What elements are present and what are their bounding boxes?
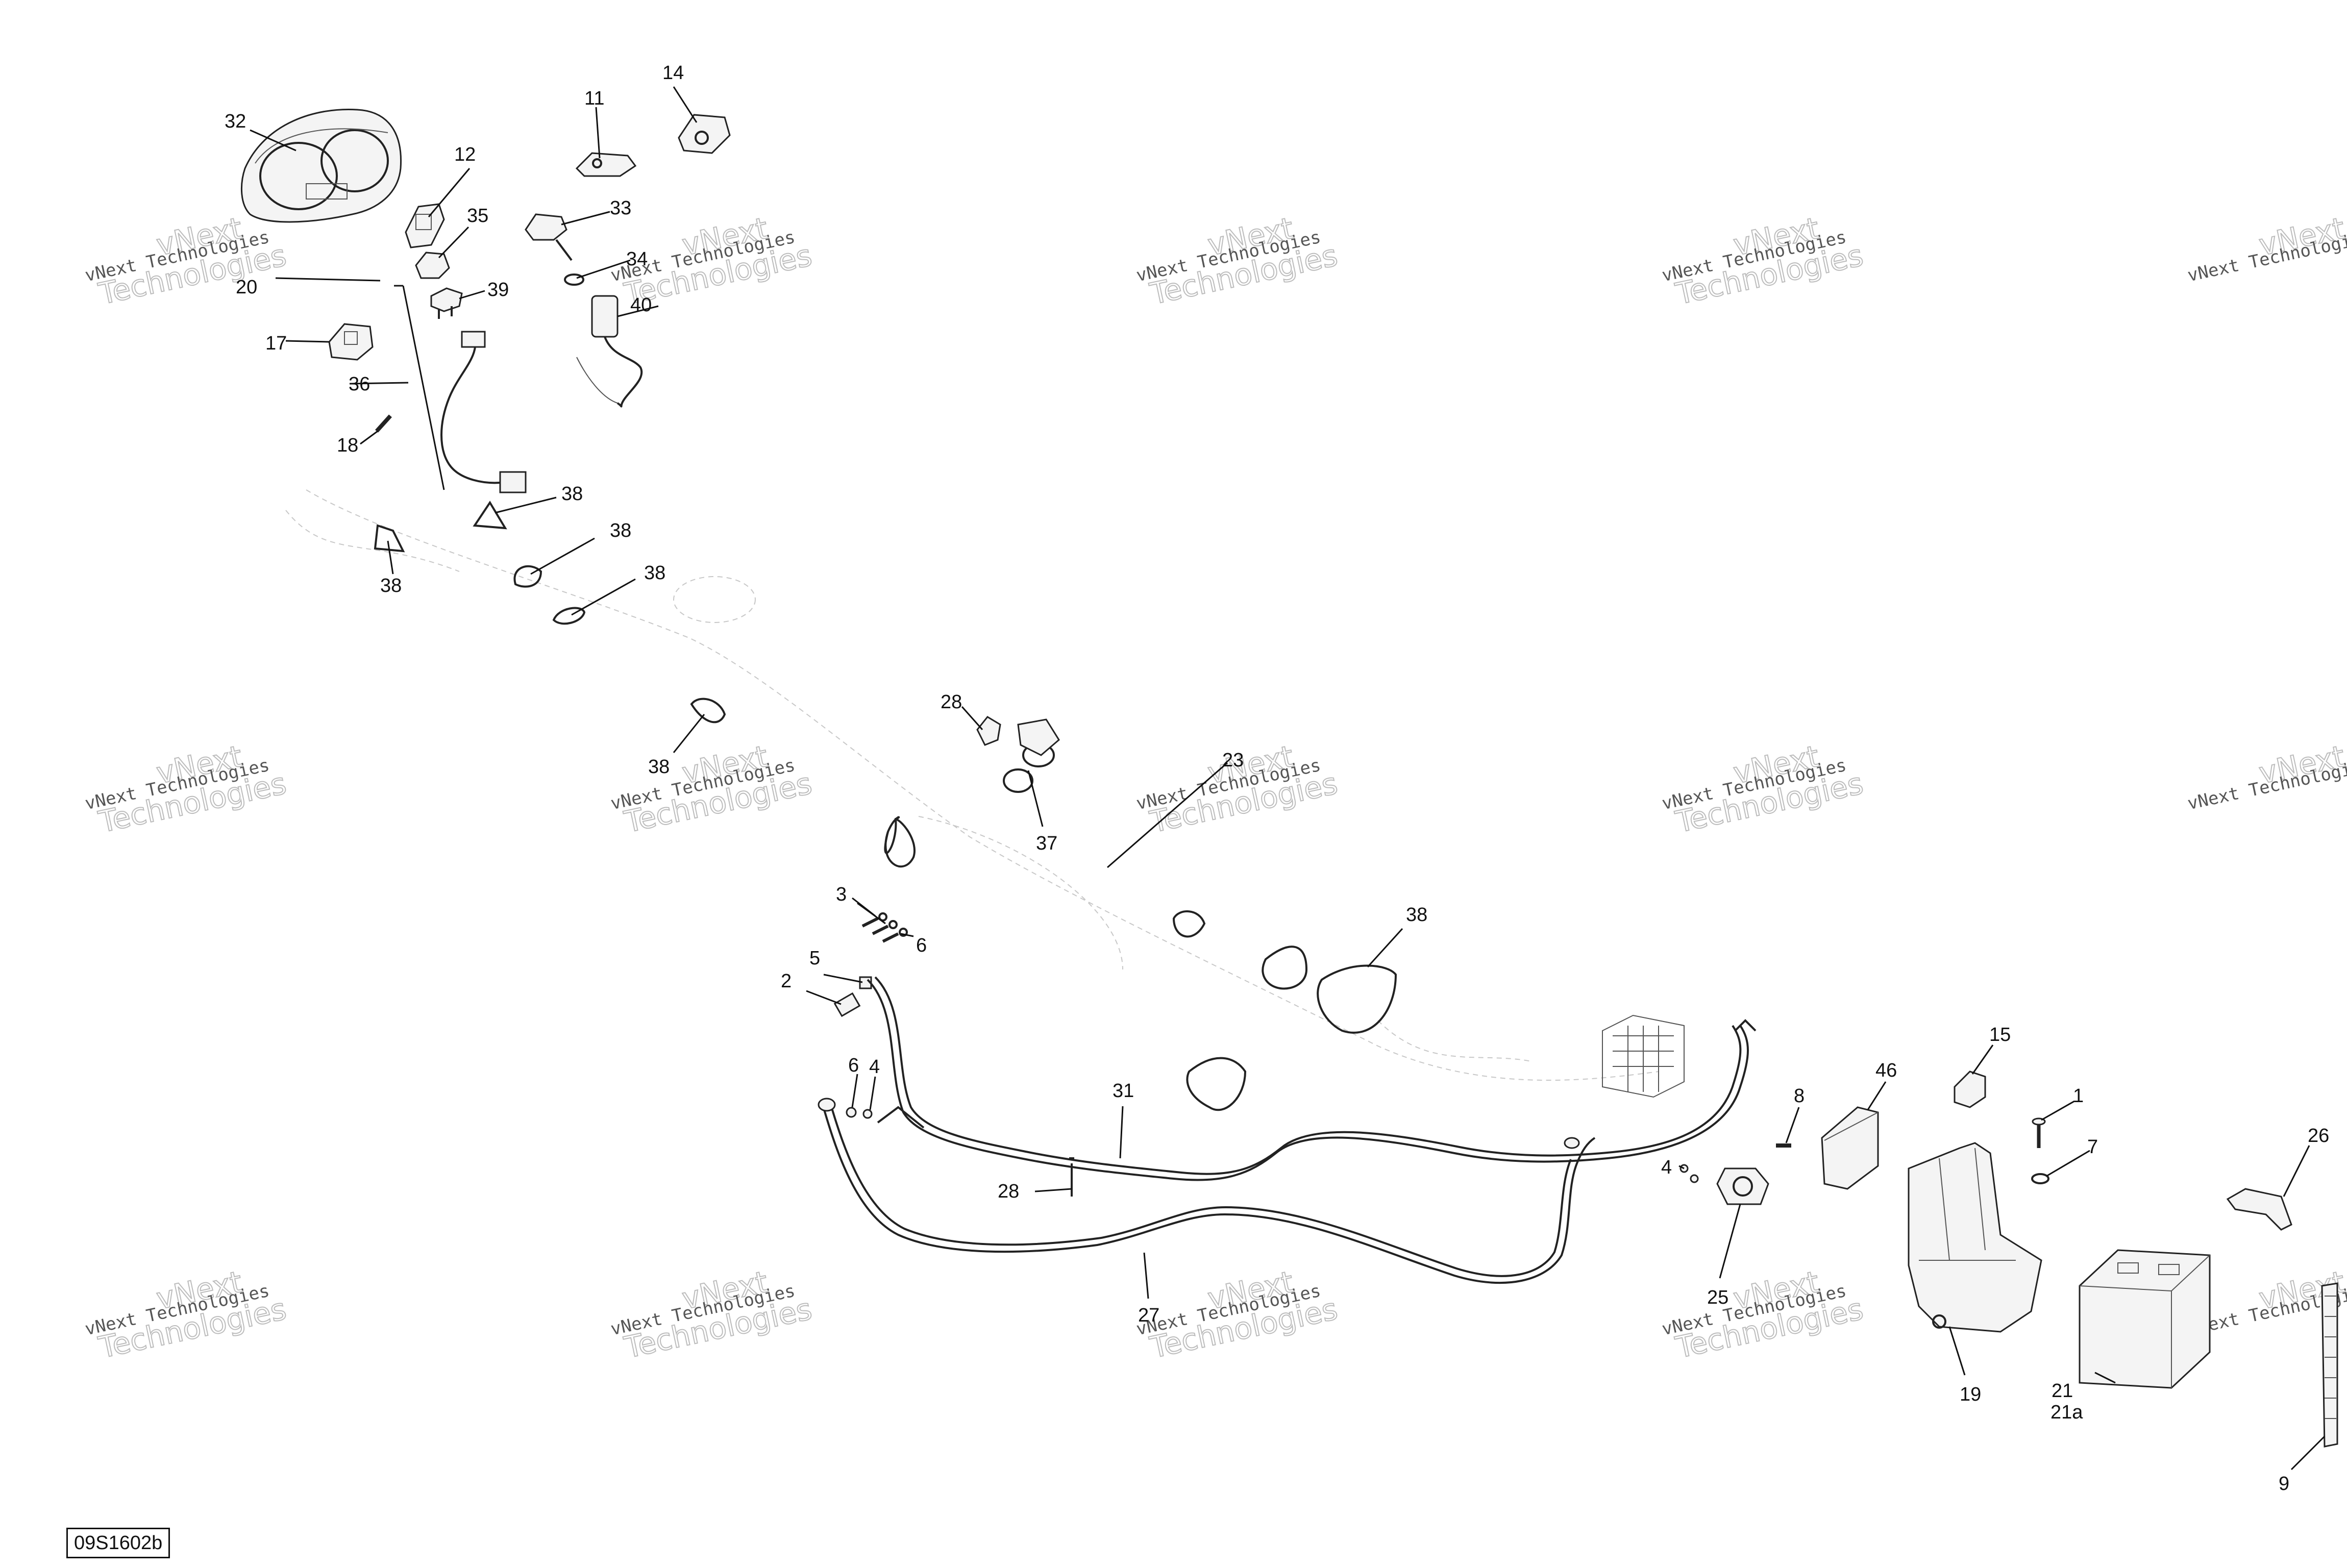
callout-2: 2: [781, 970, 792, 992]
watermark: vNext vNext Technologies Technologies: [1134, 738, 1341, 840]
cable-27-part: [818, 1098, 1596, 1284]
clip-39-part: [430, 287, 463, 319]
callout-32: 32: [225, 111, 246, 132]
callout-26: 26: [2308, 1125, 2329, 1147]
callout-38f: 38: [1406, 904, 1427, 926]
callout-27: 27: [1138, 1305, 1159, 1326]
cable-tie-38-part: [473, 501, 507, 530]
callout-6b: 6: [848, 1055, 859, 1076]
callout-28a: 28: [941, 691, 962, 713]
solenoid-25-part: [1679, 1164, 1769, 1205]
callout-1: 1: [2073, 1085, 2084, 1107]
callout-19: 19: [1960, 1384, 1981, 1405]
callout-21a: 21a: [2050, 1402, 2083, 1423]
watermark: vNext vNext Technologies Technologies: [83, 210, 290, 312]
battery-tray-19-part: [1908, 1142, 2042, 1333]
callout-5: 5: [809, 948, 820, 969]
watermark: vNext vNext Technologies Technologies: [1134, 210, 1341, 312]
callout-11: 11: [584, 88, 604, 109]
watermark: vNext vNext Technologies Technologies: [609, 1264, 816, 1365]
callout-39: 39: [487, 279, 509, 301]
clip-28-part: [1069, 1157, 1074, 1197]
ghost-harness: [285, 489, 1659, 1081]
watermarks: vNext vNext Technologies Technologies vN…: [83, 210, 2347, 1365]
relay-46-part: [1821, 1106, 1879, 1190]
callout-28b: 28: [998, 1181, 1019, 1202]
callout-21: 21: [2052, 1380, 2073, 1402]
callout-23: 23: [1222, 750, 1244, 771]
callout-3: 3: [836, 884, 847, 905]
watermark: vNext vNext Technologies Technologies: [83, 1264, 290, 1365]
switch-17-part: [328, 323, 374, 361]
callout-25: 25: [1707, 1287, 1728, 1308]
clip-28-part: [976, 716, 1001, 746]
cable-tie-38-part: [513, 565, 542, 588]
callout-17: 17: [265, 333, 287, 354]
watermark: vNext vNext Technologies Technologies: [1660, 210, 1867, 312]
switch-12-part: [405, 203, 445, 248]
instrument-cluster-part: [240, 108, 402, 223]
nuts-6-4-part: [846, 1107, 873, 1119]
callout-20: 20: [236, 277, 257, 298]
callout-18: 18: [337, 435, 358, 456]
callout-38c: 38: [610, 520, 631, 541]
leader-lines: [250, 86, 2326, 1471]
bolt-2-part: [833, 992, 861, 1017]
cable-tie-part: [884, 816, 1397, 1111]
callout-38b: 38: [380, 575, 402, 596]
callout-8: 8: [1794, 1085, 1805, 1107]
screws-3-6-part: [861, 912, 908, 943]
watermark: vNext vNext Technologies Technologies: [1660, 738, 1867, 840]
watermark: vNext vNext Technologies Technologies: [609, 738, 816, 840]
strap-9-part: [2321, 1282, 2338, 1448]
watermark: vNext vNext Technologies Technologies: [1134, 1264, 1341, 1365]
callout-15: 15: [1989, 1024, 2011, 1046]
cable-tie-38-part: [552, 607, 586, 625]
watermark: vNext vNext Technologies Technologies: [83, 738, 290, 840]
connector-14-part: [678, 114, 731, 154]
callout-31: 31: [1113, 1080, 1134, 1102]
cable-tie-38-part: [690, 698, 726, 724]
callout-38e: 38: [648, 756, 670, 778]
screw-1-part: [2032, 1117, 2046, 1148]
callout-46: 46: [1875, 1060, 1897, 1081]
callout-labels: 32 12 35 39 20 17 36 18 11 14 33 34 40 3…: [225, 62, 2329, 1495]
bracket-26-part: [2226, 1188, 2292, 1231]
callout-34: 34: [626, 248, 648, 270]
callout-35: 35: [467, 205, 488, 227]
callout-4a: 4: [869, 1056, 880, 1078]
callout-12: 12: [454, 144, 476, 165]
callout-6a: 6: [916, 935, 927, 956]
callout-36: 36: [349, 374, 370, 395]
callout-38d: 38: [644, 562, 665, 584]
fuse-box-part: [1602, 1014, 1685, 1098]
screw-18-part: [375, 414, 392, 433]
cable-31-part: [867, 976, 1757, 1181]
fuse-15-part: [1954, 1071, 1986, 1108]
callout-33: 33: [610, 197, 631, 219]
cable-tie-38-part: [374, 524, 405, 553]
callout-37: 37: [1036, 833, 1057, 854]
watermark: vNext vNext Technologies Technologies: [1660, 1264, 1867, 1365]
callout-9: 9: [2279, 1473, 2289, 1495]
ring-34-part: [564, 273, 584, 286]
callout-4b: 4: [1661, 1157, 1672, 1178]
callout-7: 7: [2087, 1136, 2098, 1158]
watermark: vNext vNext Technologies: [2186, 210, 2347, 286]
callout-14: 14: [662, 62, 684, 84]
connector-35-part: [415, 252, 450, 279]
switch-33-part: [525, 213, 573, 261]
battery-21-part: [2079, 1249, 2211, 1389]
callout-40: 40: [630, 294, 652, 316]
drawing-reference-label: 09S1602b: [66, 1528, 170, 1558]
gasket-37-part: [1003, 718, 1060, 793]
washer-7-part: [2031, 1173, 2049, 1184]
callout-38a: 38: [561, 483, 583, 505]
bracket-11-part: [575, 152, 637, 177]
harness-36-part: [440, 331, 527, 493]
watermark: vNext vNext Technologies: [2186, 738, 2347, 814]
